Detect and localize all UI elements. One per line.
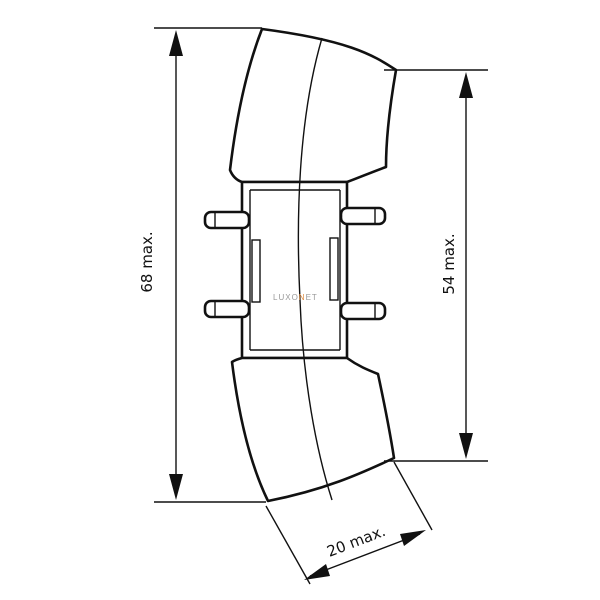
central-body: [240, 180, 349, 360]
pin-bottom-left: [203, 299, 251, 319]
connector-part: [203, 27, 398, 503]
pin-top-right: [339, 206, 387, 226]
watermark-logo: LUXONET: [273, 293, 318, 302]
lower-sleeve: [230, 356, 396, 503]
dimension-total-height: 68 max.: [138, 27, 266, 503]
left-pins: [203, 210, 251, 319]
width-label: 20 max.: [324, 522, 388, 561]
dim-line-width: [309, 533, 421, 577]
ext-line-width-left: [265, 505, 311, 585]
arrow-up-icon: [169, 30, 183, 56]
inner-height-label: 54 max.: [440, 233, 458, 294]
dimension-inner-height: 54 max.: [384, 69, 488, 462]
arrow-up-icon: [459, 72, 473, 98]
arrow-right-icon: [400, 530, 426, 546]
ext-line-width-right: [393, 461, 433, 531]
pin-bottom-right: [339, 301, 387, 321]
watermark-right: ET: [306, 293, 318, 302]
arrow-down-icon: [169, 474, 183, 500]
total-height-label: 68 max.: [138, 231, 156, 292]
centerline: [297, 37, 333, 501]
arrow-down-icon: [459, 433, 473, 459]
watermark-left: LUXO: [273, 293, 299, 302]
upper-sleeve: [228, 27, 398, 184]
left-window: [251, 239, 261, 303]
watermark-accent: N: [299, 293, 306, 302]
svg-text:LUXONET: LUXONET: [273, 293, 318, 302]
right-window: [329, 237, 339, 301]
arrow-left-icon: [304, 564, 330, 580]
pin-top-left: [203, 210, 251, 230]
right-pins: [339, 206, 387, 321]
